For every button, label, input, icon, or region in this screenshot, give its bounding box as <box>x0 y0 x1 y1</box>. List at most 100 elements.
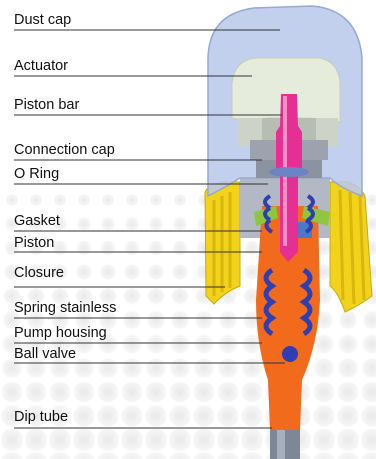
background-dot <box>313 429 336 452</box>
background-dot <box>122 358 141 377</box>
background-dot <box>194 358 213 377</box>
background-dot <box>314 358 333 377</box>
label-closure: Closure <box>14 265 64 281</box>
background-dot <box>100 264 115 279</box>
background-dot <box>102 194 114 206</box>
background-dot <box>242 382 263 403</box>
background-dot <box>126 218 139 231</box>
background-dot <box>314 382 335 403</box>
background-dot <box>169 429 192 452</box>
label-piston-bar: Piston bar <box>14 97 79 113</box>
background-dot <box>219 311 236 328</box>
background-dot <box>242 358 261 377</box>
background-dot <box>192 452 216 459</box>
background-dot <box>360 452 376 459</box>
label-o-ring: O Ring <box>14 166 59 182</box>
background-dot <box>125 241 139 255</box>
background-dot <box>361 405 376 427</box>
background-dot <box>74 358 93 377</box>
background-dot <box>193 429 216 452</box>
background-dot <box>24 452 48 459</box>
background-dot <box>171 311 188 328</box>
background-dot <box>123 335 141 353</box>
background-dot <box>312 452 336 459</box>
label-pump-housing: Pump housing <box>14 325 107 341</box>
background-dot <box>361 429 376 452</box>
background-dot <box>339 335 357 353</box>
background-dot <box>73 429 96 452</box>
background-dot <box>313 405 335 427</box>
background-dot <box>73 405 95 427</box>
background-dot <box>150 218 163 231</box>
background-dot <box>78 194 90 206</box>
background-dot <box>145 405 167 427</box>
background-dot <box>366 194 376 206</box>
background-dot <box>96 452 120 459</box>
label-spring-stainless: Spring stainless <box>14 300 116 316</box>
background-dot <box>174 218 187 231</box>
background-dot <box>338 382 359 403</box>
background-dot <box>195 311 212 328</box>
label-actuator: Actuator <box>14 58 68 74</box>
background-dot <box>218 382 239 403</box>
background-dot <box>363 335 376 353</box>
label-dust-cap: Dust cap <box>14 12 71 28</box>
background-dot <box>25 429 48 452</box>
background-dot <box>241 429 264 452</box>
background-dot <box>240 452 264 459</box>
background-dot <box>126 194 138 206</box>
background-dot <box>169 405 191 427</box>
background-dot <box>48 452 72 459</box>
background-dot <box>1 429 24 452</box>
background-dot <box>148 288 164 304</box>
background-dot <box>218 358 237 377</box>
background-dot <box>193 405 215 427</box>
background-dot <box>124 264 139 279</box>
background-dot <box>194 382 215 403</box>
background-dot <box>150 194 162 206</box>
background-dot <box>121 429 144 452</box>
background-dot <box>2 382 23 403</box>
background-dot <box>363 311 376 328</box>
background-dot <box>337 405 359 427</box>
background-dot <box>72 452 96 459</box>
label-dip-tube: Dip tube <box>14 409 68 425</box>
background-dot <box>147 311 164 328</box>
background-dot <box>144 452 168 459</box>
background-dot <box>336 452 360 459</box>
background-dot <box>98 358 117 377</box>
background-dot <box>77 241 91 255</box>
background-dot <box>30 194 42 206</box>
background-dot <box>78 218 91 231</box>
label-connection-cap: Connection cap <box>14 142 115 158</box>
background-dot <box>101 241 115 255</box>
background-dot <box>172 288 188 304</box>
background-dot <box>241 405 263 427</box>
background-dot <box>53 241 67 255</box>
background-dot <box>174 194 186 206</box>
background-dot <box>122 382 143 403</box>
background-dot <box>124 288 140 304</box>
background-dot <box>170 358 189 377</box>
background-dot <box>98 382 119 403</box>
background-dot <box>49 429 72 452</box>
background-dot <box>121 405 143 427</box>
background-dot <box>362 358 376 377</box>
o-ring <box>269 167 309 177</box>
background-dot <box>120 452 144 459</box>
background-dot <box>148 264 163 279</box>
background-dot <box>217 405 239 427</box>
background-dot <box>315 335 333 353</box>
background-dot <box>339 311 356 328</box>
label-piston: Piston <box>14 235 54 251</box>
background-dot <box>50 382 71 403</box>
background-dot <box>219 335 237 353</box>
background-dot <box>170 382 191 403</box>
background-dot <box>362 382 376 403</box>
background-dot <box>97 405 119 427</box>
background-dot <box>0 452 24 459</box>
background-dot <box>54 194 66 206</box>
background-dot <box>317 241 331 255</box>
background-dot <box>102 218 115 231</box>
